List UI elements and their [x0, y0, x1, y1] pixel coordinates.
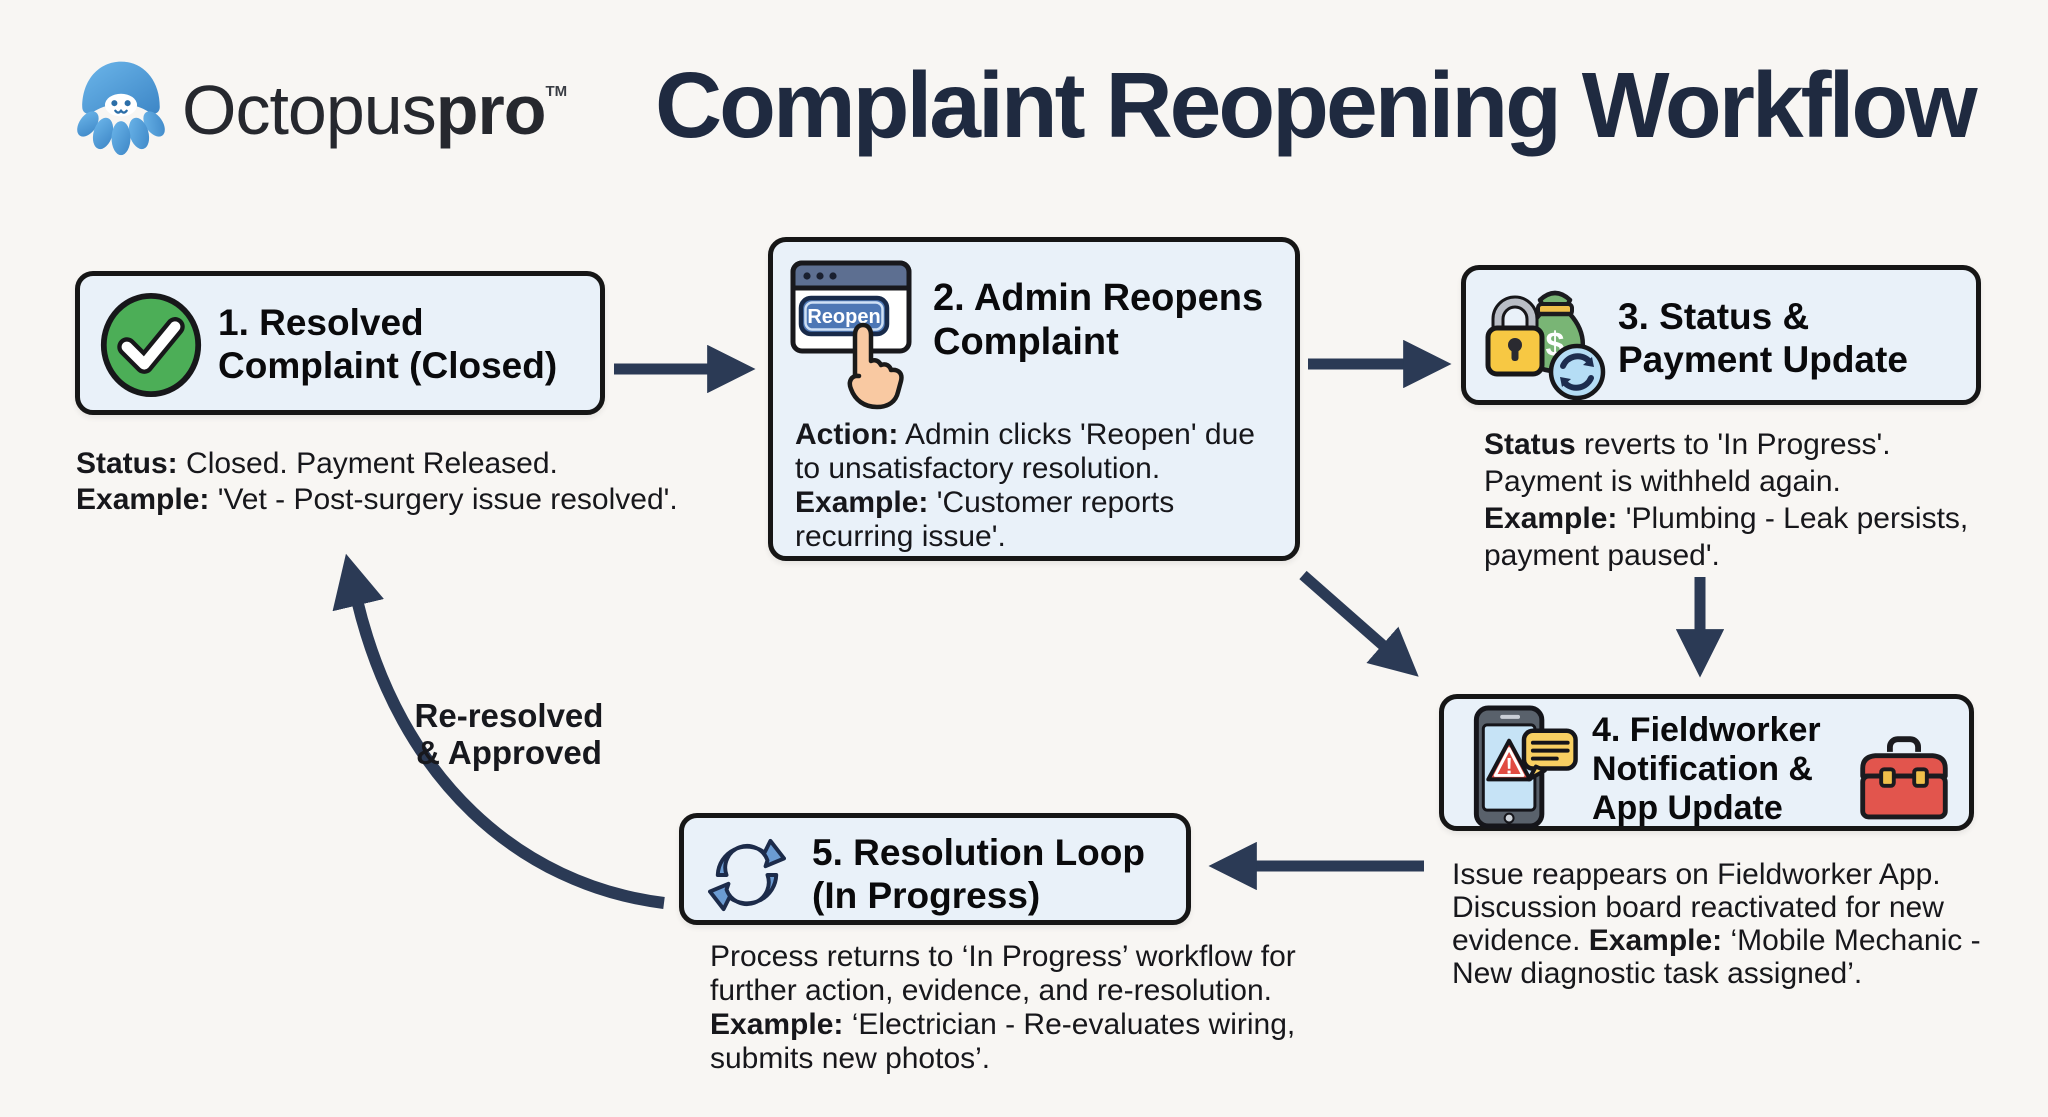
step1-box: 1. Resolved Complaint (Closed) — [75, 271, 605, 415]
step1-title-line2: Complaint (Closed) — [218, 344, 558, 386]
warning-triangle-icon: ! — [1486, 738, 1532, 782]
step3-title-line1: 3. Status & — [1618, 296, 1810, 337]
step5-title-line2: (In Progress) — [812, 874, 1041, 916]
step4-title-line1: 4. Fieldworker — [1592, 711, 1821, 749]
step3-title-line2: Payment Update — [1618, 338, 1908, 380]
toolbox-icon — [1860, 736, 1948, 820]
note-line: to unsatisfactory resolution. — [795, 452, 1161, 485]
step2-title-line2: Complaint — [933, 321, 1119, 364]
padlock-icon — [1485, 295, 1545, 377]
note-line: evidence. Example: ‘Mobile Mechanic - — [1452, 924, 1981, 957]
refresh-cycle-icon — [1548, 343, 1606, 400]
step1-note: Status: Closed. Payment Released. Exampl… — [76, 446, 678, 518]
loop-label-line2: & Approved — [416, 733, 602, 771]
hand-cursor-icon — [847, 322, 904, 410]
step4-note: Issue reappears on Fieldworker App. Disc… — [1452, 858, 1981, 990]
brand-regular: Octopus — [182, 71, 437, 149]
note-line: Issue reappears on Fieldworker App. — [1452, 858, 1941, 891]
step1-title: 1. Resolved Complaint (Closed) — [218, 302, 557, 388]
loop-label-line1: Re-resolved — [414, 697, 604, 734]
status-payment-icons: $ — [1485, 290, 1606, 400]
step2-title: 2. Admin Reopens Complaint — [933, 276, 1263, 364]
step4-title-line3: App Update — [1592, 788, 1783, 827]
step4-title-line2: Notification & — [1592, 749, 1813, 788]
browser-reopen-icon: Reopen — [790, 260, 912, 410]
note-line: submits new photos’. — [710, 1042, 991, 1075]
note-line: Example: 'Plumbing - Leak persists, — [1484, 502, 1969, 535]
check-circle-icon — [100, 292, 202, 398]
step4-box: ! 4. Fieldworker Notification & App Upda… — [1439, 694, 1974, 831]
step3-title: 3. Status & Payment Update — [1618, 296, 1908, 382]
note-line: Example: ‘Electrician - Re-evaluates wir… — [710, 1008, 1296, 1041]
step2-box: Reopen 2. Admin Reopens Complaint Action… — [768, 237, 1300, 561]
step5-title: 5. Resolution Loop (In Progress) — [812, 832, 1145, 918]
browser-header — [790, 260, 912, 291]
chat-bubble-icon — [1521, 728, 1578, 782]
step3-box: $ 3. Status & Payment Update — [1461, 265, 1981, 405]
arrow-step2-to-step4 — [1299, 570, 1419, 677]
loop-arrow-label: Re-resolved & Approved — [404, 697, 614, 772]
step1-title-line1: 1. Resolved — [218, 302, 424, 343]
note-line: further action, evidence, and re-resolut… — [710, 974, 1272, 1007]
step4-title: 4. Fieldworker Notification & App Update — [1592, 711, 1821, 827]
note-line: Discussion board reactivated for new — [1452, 891, 1944, 924]
note-line: Process returns to ‘In Progress’ workflo… — [710, 940, 1296, 973]
octopus-logo-icon — [77, 61, 165, 156]
trademark: TM — [545, 83, 568, 100]
step2-title-line1: 2. Admin Reopens — [933, 277, 1264, 319]
step2-body: Action: Admin clicks 'Reopen' due to uns… — [795, 418, 1255, 554]
step5-title-line1: 5. Resolution Loop — [812, 832, 1145, 873]
note-line: payment paused'. — [1484, 539, 1720, 572]
reopen-button-label: Reopen — [807, 306, 880, 328]
step5-note: Process returns to ‘In Progress’ workflo… — [710, 940, 1296, 1076]
refresh-loop-icon — [708, 838, 786, 912]
note-line: Example: 'Vet - Post-surgery issue resol… — [76, 483, 678, 516]
phone-alert-icon: ! — [1473, 705, 1578, 829]
note-line: Action: Admin clicks 'Reopen' due — [795, 418, 1255, 451]
page-title: Complaint Reopening Workflow — [655, 53, 1978, 157]
note-line: recurring issue'. — [795, 520, 1006, 553]
note-line: New diagnostic task assigned’. — [1452, 957, 1863, 990]
alert-exclamation: ! — [1505, 753, 1512, 778]
brand-name: OctopusproTM — [182, 70, 567, 150]
note-line: Example: 'Customer reports — [795, 486, 1175, 519]
note-line: Status: Closed. Payment Released. — [76, 447, 558, 480]
step3-note: Status reverts to 'In Progress'. Payment… — [1484, 426, 1968, 574]
step5-box: 5. Resolution Loop (In Progress) — [679, 813, 1191, 925]
brand-bold: pro — [435, 71, 547, 149]
note-line: Payment is withheld again. — [1484, 465, 1841, 498]
note-line: Status reverts to 'In Progress'. — [1484, 428, 1891, 461]
